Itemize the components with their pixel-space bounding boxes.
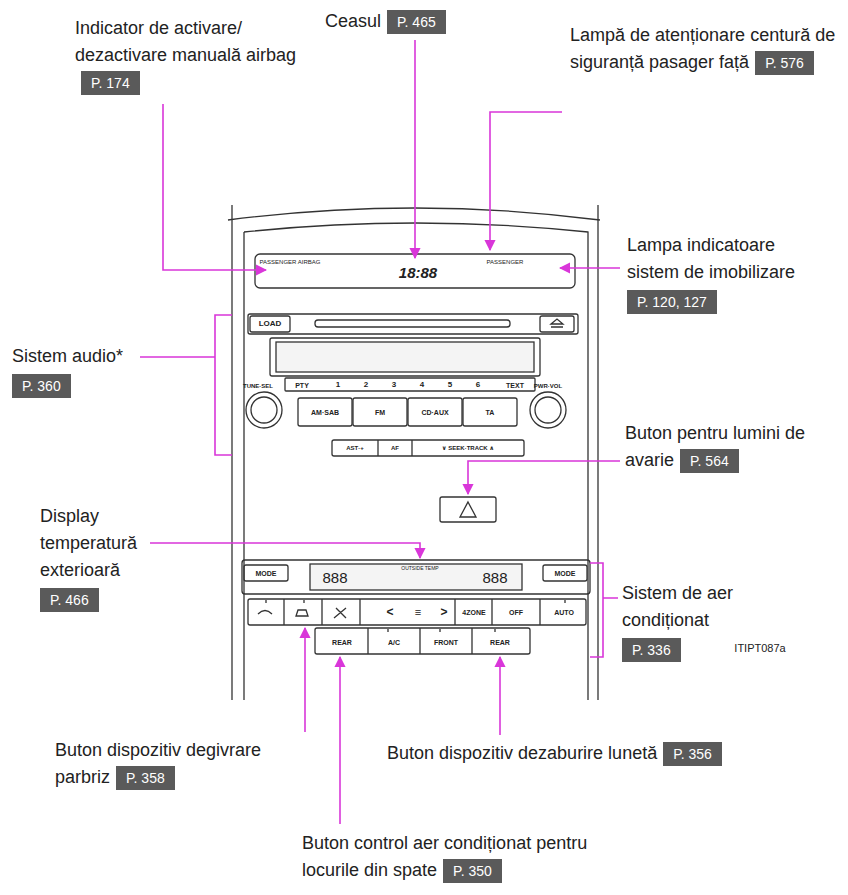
panel-marking: REAR bbox=[490, 639, 510, 646]
panel-marking: 4 bbox=[420, 381, 424, 389]
panel-marking: PASSENGER bbox=[487, 259, 524, 265]
callout-label: Lampă de atenționare centură de siguranț… bbox=[570, 22, 840, 76]
panel-marking: FRONT bbox=[434, 639, 458, 646]
page-reference: P. 350 bbox=[443, 859, 502, 883]
callout-label: Lampa indicatoare sistem de imobilizareP… bbox=[627, 232, 827, 314]
page-reference: P. 356 bbox=[663, 742, 722, 766]
panel-marking: CD·AUX bbox=[421, 409, 448, 416]
panel-marking: OFF bbox=[509, 609, 523, 616]
panel-marking: 5 bbox=[448, 381, 452, 389]
page-reference: P. 360 bbox=[12, 374, 71, 398]
panel-marking: A/C bbox=[388, 639, 400, 646]
panel-marking: MODE bbox=[555, 570, 576, 577]
panel-marking: ∨ SEEK·TRACK ∧ bbox=[442, 445, 494, 451]
panel-marking: TA bbox=[486, 409, 495, 416]
page-reference: P. 466 bbox=[40, 588, 99, 612]
panel-marking: FM bbox=[375, 409, 385, 416]
panel-marking: PTY bbox=[295, 382, 309, 389]
panel-marking: AM·SAB bbox=[311, 409, 339, 416]
callout-label: Buton dispozitiv degivrare parbrizP. 358 bbox=[55, 737, 300, 791]
callout-label: Sistem audio* P. 360 bbox=[12, 343, 142, 398]
panel-marking: 888 bbox=[322, 570, 347, 585]
panel-marking: 3 bbox=[392, 381, 396, 389]
panel-marking: PASSENGER AIRBAG bbox=[260, 259, 321, 265]
callout-label: Buton dispozitiv dezaburire lunetă P. 356 bbox=[387, 740, 722, 767]
callout-label: Buton pentru lumini de avarieP. 564 bbox=[625, 420, 835, 474]
callout-text: Lampa indicatoare sistem de imobilizare bbox=[627, 235, 795, 282]
panel-marking: AUTO bbox=[554, 609, 574, 616]
panel-marking: TUNE·SEL bbox=[243, 383, 273, 389]
callout-label: Ceasul P. 465 bbox=[325, 8, 446, 35]
panel-marking: 2 bbox=[364, 381, 368, 389]
callout-text: Indicator de activare/ dezactivare manua… bbox=[75, 18, 296, 65]
panel-marking: 18:88 bbox=[399, 265, 437, 280]
callout-label: Indicator de activare/ dezactivare manua… bbox=[75, 15, 300, 96]
page-reference: P. 336 bbox=[622, 638, 681, 662]
callout-text: Sistem de aer condiționat bbox=[622, 583, 733, 630]
panel-marking: 888 bbox=[482, 570, 507, 585]
callout-label: Buton control aer condiționat pentru loc… bbox=[302, 830, 612, 884]
panel-marking: 1 bbox=[336, 381, 340, 389]
page-reference: P. 576 bbox=[755, 51, 814, 75]
panel-marking: TEXT bbox=[506, 382, 524, 389]
page-reference: P. 120, 127 bbox=[627, 290, 717, 314]
panel-marking: ITIPT087a bbox=[734, 643, 785, 654]
callout-text: Display temperatură exterioară bbox=[40, 506, 137, 580]
callout-label: Display temperatură exterioară P. 466 bbox=[40, 503, 152, 612]
page-reference: P. 465 bbox=[387, 10, 446, 34]
page-reference: P. 358 bbox=[116, 766, 175, 790]
page-reference: P. 174 bbox=[81, 71, 140, 95]
panel-marking: OUTSIDE TEMP bbox=[401, 566, 438, 571]
panel-marking: AST·+ bbox=[346, 445, 364, 451]
panel-marking: < bbox=[386, 606, 393, 618]
panel-marking: > bbox=[440, 606, 447, 618]
panel-marking: MODE bbox=[256, 570, 277, 577]
panel-marking: LOAD bbox=[259, 320, 282, 328]
callout-text: Ceasul bbox=[325, 11, 381, 31]
panel-marking: REAR bbox=[332, 639, 352, 646]
panel-marking: 4ZONE bbox=[462, 609, 485, 616]
callout-text: Buton dispozitiv dezaburire lunetă bbox=[387, 743, 657, 763]
panel-marking: 6 bbox=[476, 381, 480, 389]
panel-marking: PWR·VOL bbox=[534, 383, 562, 389]
callout-text: Sistem audio* bbox=[12, 346, 123, 366]
panel-marking: ≡ bbox=[415, 607, 421, 618]
panel-marking: AF bbox=[391, 445, 399, 451]
page-reference: P. 564 bbox=[680, 449, 739, 473]
